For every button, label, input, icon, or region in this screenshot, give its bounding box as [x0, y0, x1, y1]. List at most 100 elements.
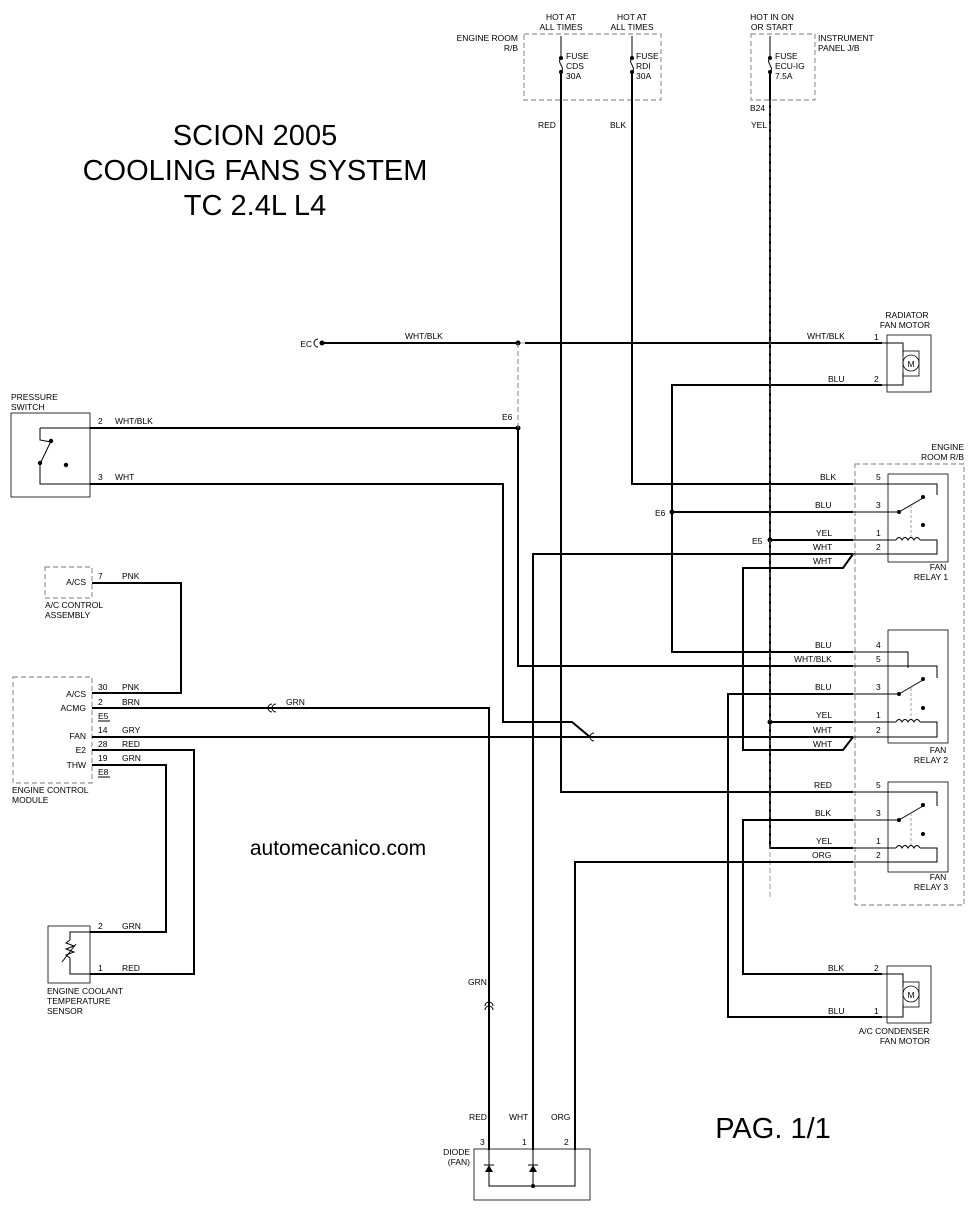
pin-label: 3	[98, 472, 103, 482]
ecm-pin-e5: E5	[98, 711, 109, 721]
wire-label: YEL	[816, 528, 832, 538]
ect-label: SENSOR	[47, 1006, 83, 1016]
wire-yel-ecu	[769, 72, 853, 849]
wire-label: ORG	[812, 850, 831, 860]
fuse-rdi-label: 30A	[636, 71, 651, 81]
pin-label: 1	[876, 836, 881, 846]
hot-run-label: OR START	[751, 22, 793, 32]
pin-label: 1	[98, 963, 103, 973]
wire-label: WHT	[813, 725, 832, 735]
motor-icon: M	[907, 359, 914, 369]
title-line-1: SCION 2005	[173, 120, 337, 152]
instrument-panel-label: INSTRUMENT	[818, 33, 874, 43]
splice-e6-label: E6	[655, 508, 666, 518]
radiator-fan-motor: M	[882, 334, 932, 393]
wire-label: ORG	[551, 1112, 570, 1122]
motor-icon: M	[907, 990, 914, 1000]
wire-wht-pressure	[90, 483, 853, 738]
fuse-cds-icon	[559, 36, 563, 74]
title-line-2: COOLING FANS SYSTEM	[83, 155, 428, 187]
wire-wht-relay1-relay2	[742, 553, 854, 751]
ecm-label: MODULE	[12, 795, 49, 805]
pin-label: 2	[874, 374, 879, 384]
wire-label: RED	[469, 1112, 487, 1122]
wire-label: WHT/BLK	[807, 331, 845, 341]
wire-label: GRN	[122, 753, 141, 763]
engine-room-label-2: R/B	[504, 43, 519, 53]
instrument-panel-fuse-block: HOT IN ON OR START INSTRUMENT PANEL J/B …	[750, 12, 874, 113]
radiator-fan-label: FAN MOTOR	[880, 320, 930, 330]
wire-label: PNK	[122, 682, 140, 692]
engine-room-rb-label: ENGINE	[931, 442, 964, 452]
pin-label: 2	[876, 725, 881, 735]
wire-label: YEL	[751, 120, 767, 130]
wire-label: YEL	[816, 836, 832, 846]
pressure-switch-label: PRESSURE	[11, 392, 58, 402]
pressure-switch	[10, 412, 91, 498]
wire-label: BRN	[122, 697, 140, 707]
inline-connector-icon	[484, 1001, 494, 1011]
relay-3-label: FAN	[930, 872, 947, 882]
wire-label: BLK	[820, 472, 836, 482]
engine-coolant-temperature-sensor	[47, 925, 91, 984]
pin-label: 2	[98, 697, 103, 707]
wire-label: BLK	[815, 808, 831, 818]
pin-label: 1	[876, 710, 881, 720]
pin-label: 2	[874, 963, 879, 973]
pin-label: 5	[876, 654, 881, 664]
wire-label: WHT	[813, 556, 832, 566]
hot-label: HOT AT	[546, 12, 576, 22]
diode-fan	[473, 1148, 591, 1201]
wire-label: RED	[122, 739, 140, 749]
ect-label: ENGINE COOLANT	[47, 986, 123, 996]
ect-label: TEMPERATURE	[47, 996, 111, 1006]
pin-label: 4	[876, 640, 881, 650]
relay-3-label: RELAY 3	[914, 882, 948, 892]
wire-blk-rdi	[631, 72, 853, 485]
wire-label: YEL	[816, 710, 832, 720]
ac-control-pin-label: A/CS	[66, 577, 86, 587]
wire-label: BLU	[815, 682, 832, 692]
ecm-pin-acmg: ACMG	[61, 703, 87, 713]
wire-label: BLU	[828, 1006, 845, 1016]
wire-label: BLU	[815, 500, 832, 510]
engine-control-module: A/CS ACMG E5 FAN E2 THW E8	[12, 676, 110, 784]
pin-label: 3	[876, 682, 881, 692]
ac-control-label: A/C CONTROL	[45, 600, 103, 610]
pin-label: 2	[98, 416, 103, 426]
fuse-ecu-label: 7.5A	[775, 71, 793, 81]
page-label: PAG. 1/1	[715, 1113, 831, 1145]
ecm-pin-fan: FAN	[69, 731, 86, 741]
wire-org-diode	[574, 861, 853, 1150]
wire-label: GRN	[468, 977, 487, 987]
ac-control-assembly: A/CS	[44, 566, 93, 599]
pin-label: 2	[564, 1137, 569, 1147]
watermark: automecanico.com	[250, 837, 426, 860]
pin-label: 1	[874, 1006, 879, 1016]
pin-label: 5	[876, 472, 881, 482]
fuse-ecu-label: ECU-IG	[775, 61, 805, 71]
wire-label: GRN	[286, 697, 305, 707]
pin-label: 2	[876, 542, 881, 552]
ac-condenser-fan-motor: M	[882, 965, 932, 1024]
wire-red-cds	[560, 72, 853, 793]
connector-b24-label: B24	[750, 103, 765, 113]
wire-label: BLU	[828, 374, 845, 384]
wire-label: GRN	[122, 921, 141, 931]
wire-label: BLK	[828, 963, 844, 973]
relay-2-label: FAN	[930, 745, 947, 755]
relay-1-label: FAN	[930, 562, 947, 572]
wire-label: PNK	[122, 571, 140, 581]
splice-e6-dot	[669, 509, 675, 515]
pin-label: 14	[98, 725, 108, 735]
pin-label: 1	[522, 1137, 527, 1147]
wire-label: WHT	[509, 1112, 528, 1122]
pin-label: 19	[98, 753, 108, 763]
wire-blk-condenser	[742, 819, 882, 975]
ecm-pin-acs: A/CS	[66, 689, 86, 699]
wire-label: RED	[122, 963, 140, 973]
fuse-rdi-label: RDI	[636, 61, 651, 71]
ac-control-label: ASSEMBLY	[45, 610, 91, 620]
splice-e5-label: E5	[752, 536, 763, 546]
